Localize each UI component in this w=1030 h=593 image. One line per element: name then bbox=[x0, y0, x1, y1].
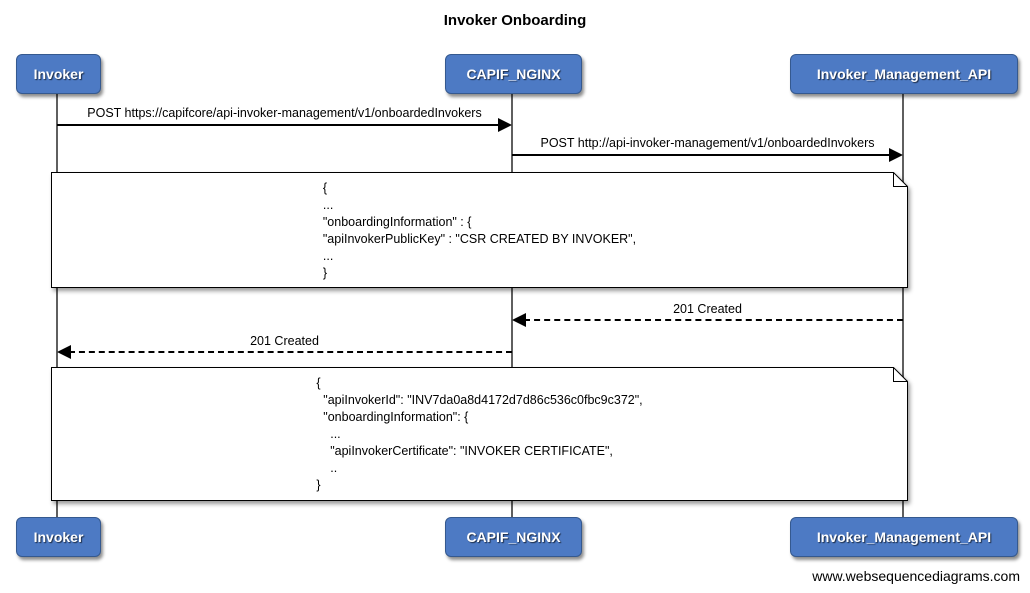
actor-invoker-bottom: Invoker bbox=[16, 517, 101, 557]
note-line: } bbox=[316, 478, 321, 492]
arrow-line bbox=[512, 154, 889, 156]
note-text: { ... "onboardingInformation" : { "apiIn… bbox=[323, 172, 636, 282]
message-label: POST http://api-invoker-management/v1/on… bbox=[540, 136, 875, 150]
note-line: "apiInvokerId": "INV7da0a8d4172d7d86c536… bbox=[316, 393, 643, 407]
note-fold-icon bbox=[893, 172, 908, 187]
note-line: { bbox=[316, 376, 321, 390]
note-line: ... bbox=[322, 198, 334, 212]
lifeline-capif-nginx bbox=[511, 92, 513, 518]
actor-label: Invoker bbox=[33, 66, 84, 82]
diagram-title: Invoker Onboarding bbox=[443, 12, 587, 29]
actor-capif-nginx-top: CAPIF_NGINX bbox=[445, 54, 582, 94]
actor-invoker-management-api-bottom: Invoker_Management_API bbox=[790, 517, 1018, 557]
actor-invoker-top: Invoker bbox=[16, 54, 101, 94]
lifeline-invoker-management-api bbox=[902, 92, 904, 518]
arrow-head-right-icon bbox=[889, 148, 903, 162]
watermark: www.websequencediagrams.com bbox=[812, 568, 1020, 584]
arrow-line bbox=[57, 124, 500, 126]
note-line: "onboardingInformation": { bbox=[316, 410, 469, 424]
lifeline-invoker bbox=[56, 92, 58, 518]
message-label: POST https://capifcore/api-invoker-manag… bbox=[87, 106, 482, 120]
arrow-head-left-icon bbox=[512, 313, 526, 327]
note-line: ... bbox=[316, 427, 341, 441]
note-line: .. bbox=[316, 461, 338, 475]
actor-capif-nginx-bottom: CAPIF_NGINX bbox=[445, 517, 582, 557]
note-shape bbox=[51, 172, 908, 288]
message-label: 201 Created bbox=[673, 302, 742, 316]
note-fold-icon bbox=[893, 367, 908, 382]
note-line: "apiInvokerPublicKey" : "CSR CREATED BY … bbox=[322, 232, 637, 246]
arrow-line bbox=[69, 351, 512, 353]
message-label: 201 Created bbox=[250, 334, 319, 348]
note-line: { bbox=[322, 181, 328, 195]
note-text: { "apiInvokerId": "INV7da0a8d4172d7d86c5… bbox=[316, 367, 642, 494]
actor-label: Invoker_Management_API bbox=[816, 529, 992, 545]
note-line: "apiInvokerCertificate": "INVOKER CERTIF… bbox=[316, 444, 613, 458]
actor-label: Invoker_Management_API bbox=[816, 66, 992, 82]
actor-invoker-management-api-top: Invoker_Management_API bbox=[790, 54, 1018, 94]
note-response-body: { "apiInvokerId": "INV7da0a8d4172d7d86c5… bbox=[51, 367, 908, 501]
arrow-line bbox=[524, 319, 903, 321]
note-request-body: { ... "onboardingInformation" : { "apiIn… bbox=[51, 172, 908, 288]
note-line: "onboardingInformation" : { bbox=[322, 215, 472, 229]
note-line: ... bbox=[322, 249, 334, 263]
note-line: } bbox=[322, 266, 328, 280]
arrow-head-left-icon bbox=[57, 345, 71, 359]
actor-label: CAPIF_NGINX bbox=[466, 529, 561, 545]
actor-label: Invoker bbox=[33, 529, 84, 545]
note-shape bbox=[51, 367, 908, 501]
actor-label: CAPIF_NGINX bbox=[466, 66, 561, 82]
arrow-head-right-icon bbox=[498, 118, 512, 132]
